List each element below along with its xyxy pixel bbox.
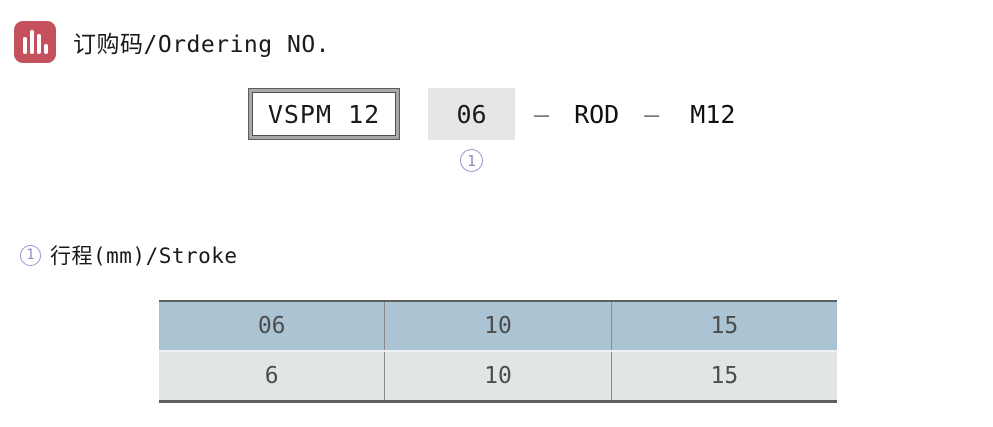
thread-code-label: M12	[690, 99, 736, 129]
stroke-code-header-cell: 15	[610, 302, 837, 350]
stroke-code-box: 06	[428, 88, 515, 140]
bar-chart-icon-bar	[36, 34, 41, 54]
bar-chart-icon-bar	[43, 44, 48, 54]
ordering-code-tail: — ROD — M12	[533, 88, 735, 140]
circled-1-marker: 1	[20, 244, 41, 266]
stroke-value-cell: 6	[264, 363, 279, 389]
section-title: 订购码/Ordering NO.	[73, 32, 331, 58]
stroke-table-value-row: 6 10 15	[159, 352, 837, 400]
code-separator-dash: —	[534, 99, 550, 129]
stroke-section-label: 行程(mm)/Stroke	[50, 244, 238, 268]
bar-chart-icon-bar	[29, 30, 34, 54]
bar-chart-icon	[14, 21, 56, 63]
rod-code-label: ROD	[574, 99, 620, 129]
stroke-value-cell: 15	[610, 352, 837, 400]
model-code-box: VSPM 12	[248, 88, 400, 140]
model-code-label: VSPM 12	[252, 92, 396, 136]
section-header: 订购码/Ordering NO.	[14, 21, 330, 63]
stroke-section-heading: 1 行程(mm)/Stroke	[20, 240, 238, 270]
stroke-table: 06 10 15 6 10 15	[159, 300, 837, 403]
code-separator-dash: —	[644, 99, 660, 129]
stroke-table-header-row: 06 10 15	[159, 302, 837, 352]
bar-chart-icon-bar	[22, 37, 27, 54]
stroke-code-header-cell: 06	[257, 313, 286, 339]
circled-1-marker: 1	[460, 149, 483, 172]
stroke-value-cell: 10	[384, 352, 610, 400]
stroke-code-header-cell: 10	[384, 302, 610, 350]
